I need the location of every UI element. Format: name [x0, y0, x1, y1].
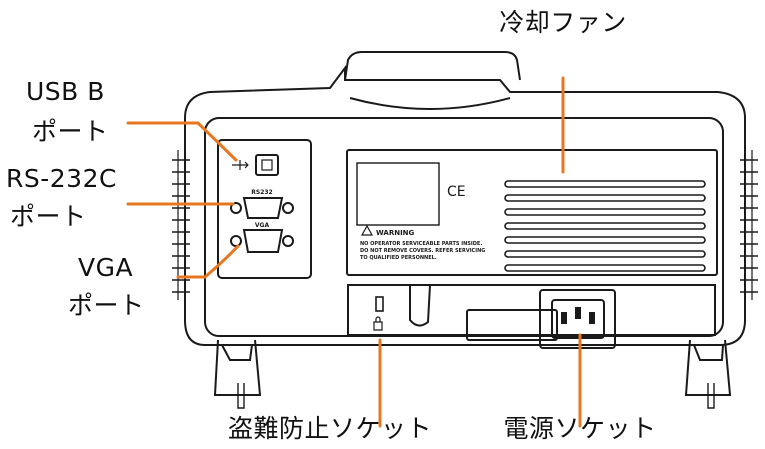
- center-latch: [409, 284, 431, 327]
- rs232c-label-line1: RS-232C: [6, 164, 117, 193]
- left-grip: [172, 150, 190, 300]
- label-plate: [346, 149, 718, 276]
- rear-slot: [466, 309, 558, 341]
- vga-panel-label: VGA: [255, 222, 270, 229]
- warning-line-2: DO NOT REMOVE COVERS. REFER SERVICING: [360, 248, 485, 254]
- vga-label-line1: VGA: [78, 253, 134, 282]
- usb-b-leader: [126, 121, 238, 162]
- cooling-fan-vent: [504, 180, 706, 272]
- usb-b-label-line2: ポート: [32, 117, 109, 146]
- rs232c-label-line2: ポート: [10, 202, 87, 231]
- usb-icon: [232, 160, 249, 170]
- usb-b-port: [255, 154, 279, 176]
- power-socket: [539, 289, 616, 349]
- vga-leader: [176, 244, 240, 279]
- security-slot: [375, 296, 384, 312]
- io-panel: [217, 139, 312, 279]
- security-slot-label: 盗難防止ソケット: [227, 414, 433, 443]
- usb-b-label-line1: USB B: [26, 77, 105, 106]
- vga-label-line2: ポート: [68, 291, 145, 320]
- warning-line-3: TO QUALIFIED PERSONNEL.: [360, 255, 437, 261]
- lower-panel: [347, 284, 716, 336]
- lock-icon: [373, 316, 383, 331]
- rs232-panel-label: RS232: [251, 189, 272, 196]
- cooling-fan-label: 冷却ファン: [499, 8, 627, 37]
- warning-line-1: NO OPERATOR SERVICEABLE PARTS INSIDE.: [360, 241, 482, 247]
- warning-icon: [360, 224, 374, 236]
- carry-handle: [344, 51, 521, 81]
- vga-port: [242, 229, 284, 253]
- ce-mark: CE: [447, 184, 466, 200]
- power-socket-label: 電源ソケット: [503, 414, 657, 443]
- rs232c-port: [242, 197, 284, 219]
- device-housing: [184, 65, 746, 346]
- right-grip: [740, 150, 758, 300]
- warning-title: WARNING: [376, 229, 415, 237]
